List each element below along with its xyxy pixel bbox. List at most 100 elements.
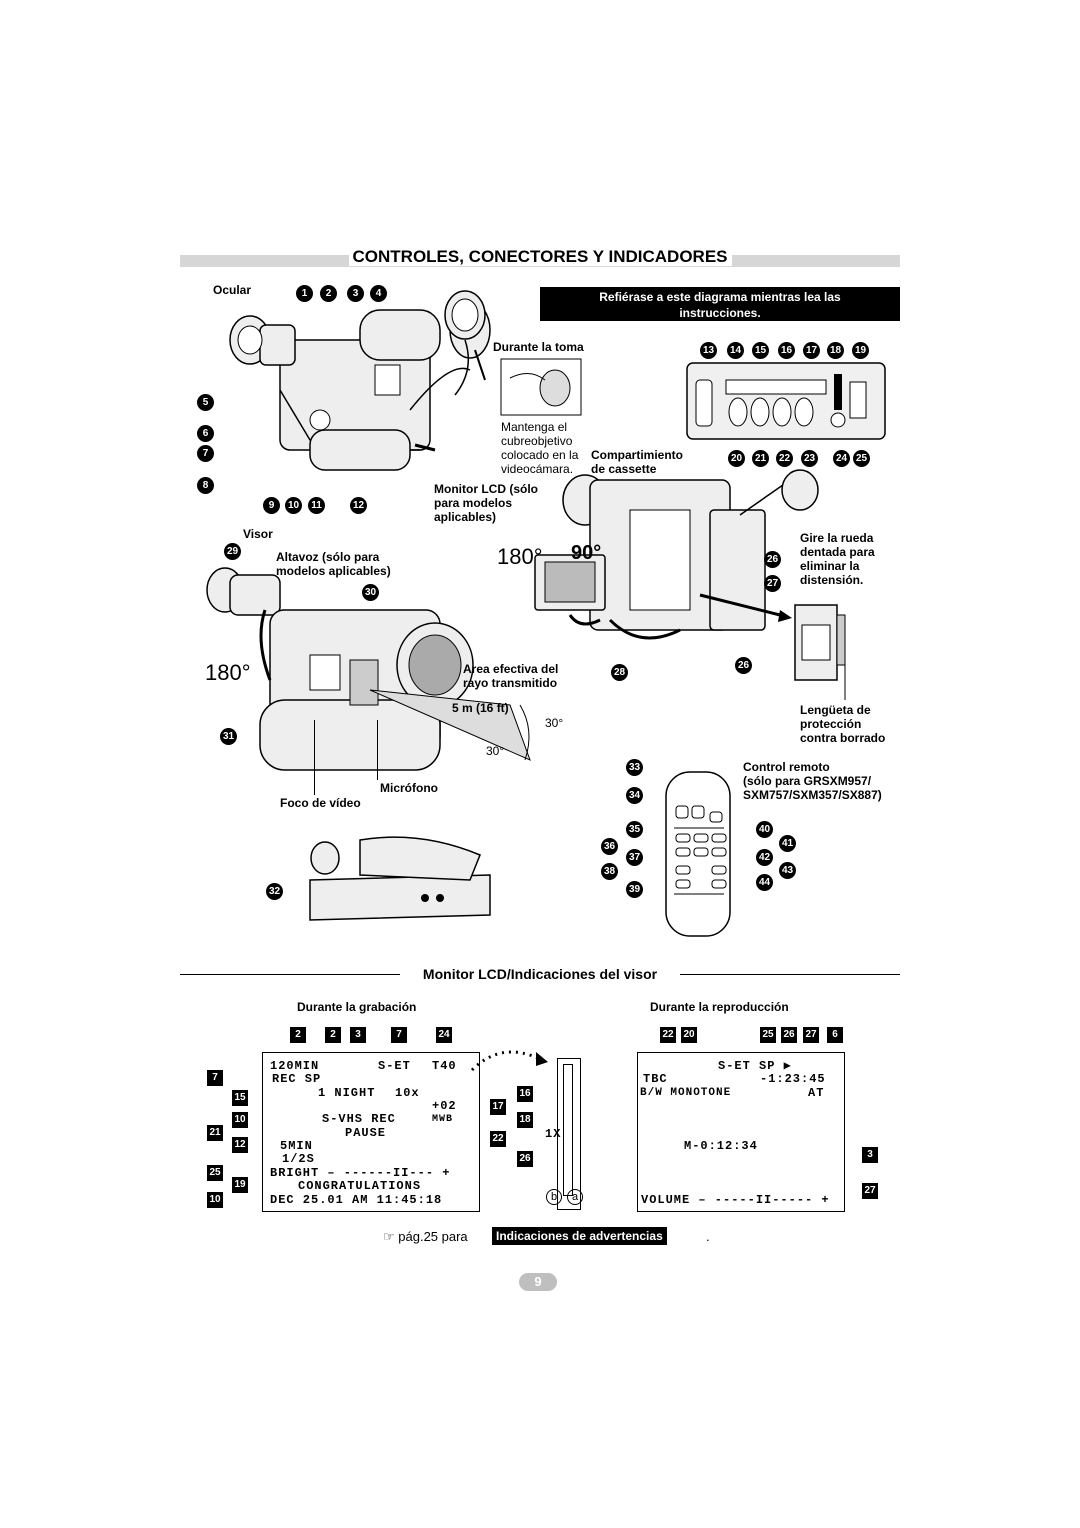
- play-tag-right-2: 27: [862, 1183, 878, 1199]
- num-4: 4: [370, 285, 387, 302]
- footer-warnings-box: Indicaciones de advertencias: [492, 1227, 667, 1245]
- label-lengueta-2: protección: [800, 717, 862, 731]
- num-8: 8: [197, 477, 214, 494]
- osd-date-time: DEC 25.01 AM 11:45:18: [270, 1193, 443, 1207]
- osd-at: AT: [808, 1086, 825, 1100]
- num-27: 27: [764, 575, 781, 592]
- play-tag-top-3: 25: [760, 1027, 776, 1043]
- label-area-1: Area efectiva del: [463, 662, 559, 676]
- play-tag-right-1: 3: [862, 1147, 878, 1163]
- label-monitor-3: aplicables): [434, 510, 497, 524]
- osd-bw-monotone: B/W MONOTONE: [640, 1087, 732, 1099]
- num-29: 29: [224, 543, 241, 560]
- zoom-dotted-arc: [470, 1050, 548, 1072]
- label-ocular: Ocular: [213, 283, 252, 297]
- label-mantenga-1: Mantenga el: [501, 420, 568, 434]
- footer-reference: ☞ pág.25 para: [383, 1229, 468, 1244]
- rec-tag-right-2: 17: [490, 1099, 506, 1115]
- label-monitor-1: Monitor LCD (sólo: [434, 482, 538, 496]
- label-visor: Visor: [243, 527, 273, 541]
- osd-rec-sp: REC SP: [272, 1072, 322, 1086]
- label-altavoz-1: Altavoz (sólo para: [276, 550, 380, 564]
- rec-screen: [262, 1052, 480, 1212]
- zoom-label-a: a: [567, 1189, 583, 1205]
- osd-play-set-sp: S-ET SP ▶: [718, 1059, 792, 1073]
- rec-tag-right-1: 16: [517, 1086, 533, 1102]
- rec-heading: Durante la grabación: [297, 1000, 417, 1014]
- play-tag-top-1: 22: [660, 1027, 676, 1043]
- lens-cap-drawing: [444, 290, 486, 396]
- rec-tag-right-5: 26: [517, 1151, 533, 1167]
- play-tag-top-4: 26: [781, 1027, 797, 1043]
- play-tag-top-5: 27: [803, 1027, 819, 1043]
- label-distance: 5 m (16 ft): [452, 701, 509, 715]
- label-control-3: SXM757/SXM357/SX887): [743, 788, 882, 802]
- num-26: 26: [764, 551, 781, 568]
- rec-tag-left-4: 21: [207, 1125, 223, 1141]
- rec-tag-left-5: 12: [232, 1137, 248, 1153]
- osd-zoom-10x: 10x: [395, 1086, 420, 1100]
- num-35: 35: [626, 821, 643, 838]
- num-6: 6: [197, 425, 214, 442]
- osd-mwb: MWB: [432, 1114, 454, 1125]
- rec-tag-right-4: 22: [490, 1131, 506, 1147]
- cassette-illustration: [794, 604, 846, 700]
- footer-dot: .: [706, 1229, 710, 1244]
- label-compartimiento-1: Compartimiento: [591, 448, 684, 462]
- notice-box: Refiérase a este diagrama mientras lea l…: [540, 287, 900, 321]
- osd-zoom-1x: 1X: [545, 1127, 562, 1141]
- label-mantenga-3: colocado en la: [501, 448, 579, 462]
- label-area-2: rayo transmitido: [463, 676, 558, 690]
- label-foco: Foco de vídeo: [280, 796, 361, 810]
- osd-night: 1 NIGHT: [318, 1086, 376, 1100]
- osd-5min: 5MIN: [280, 1139, 313, 1153]
- osd-shutter: 1/2S: [282, 1152, 315, 1166]
- section-heading: Monitor LCD/Indicaciones del visor: [422, 966, 658, 982]
- num-21: 21: [752, 450, 769, 467]
- num-15: 15: [752, 342, 769, 359]
- osd-t40: T40: [432, 1059, 457, 1073]
- osd-pause: PAUSE: [345, 1126, 387, 1140]
- osd-memory: M-0:12:34: [684, 1139, 758, 1153]
- rec-tag-top-4: 7: [391, 1027, 407, 1043]
- num-2: 2: [320, 285, 337, 302]
- label-mantenga-2: cubreobjetivo: [501, 434, 573, 448]
- num-24: 24: [833, 450, 850, 467]
- control-panel-illustration: [686, 362, 886, 440]
- num-14: 14: [727, 342, 744, 359]
- num-11: 11: [308, 497, 325, 514]
- num-18: 18: [827, 342, 844, 359]
- zoom-label-b: b: [546, 1189, 562, 1205]
- notice-line2: instrucciones.: [679, 306, 761, 320]
- rec-tag-left-8: 10: [207, 1192, 223, 1208]
- num-9: 9: [263, 497, 280, 514]
- label-lengueta-1: Lengüeta de: [800, 703, 871, 717]
- label-mantenga-4: videocámara.: [501, 462, 574, 476]
- zoom-bar-frame: [557, 1058, 581, 1210]
- num-40: 40: [756, 821, 773, 838]
- osd-bright: BRIGHT – ------II--- +: [270, 1166, 451, 1180]
- num-33: 33: [626, 759, 643, 776]
- num-1: 1: [296, 285, 313, 302]
- osd-svhs-rec: S-VHS REC: [322, 1112, 396, 1126]
- num-17: 17: [803, 342, 820, 359]
- num-16: 16: [778, 342, 795, 359]
- play-screen: [637, 1052, 845, 1212]
- num-5: 5: [197, 394, 214, 411]
- num-22: 22: [776, 450, 793, 467]
- camcorder-illustration-3: [206, 567, 474, 771]
- label-gire-3: eliminar la: [800, 559, 860, 573]
- num-10: 10: [285, 497, 302, 514]
- leader-microfono: [377, 720, 378, 780]
- num-19: 19: [852, 342, 869, 359]
- camcorder-illustration-1: [229, 301, 491, 471]
- num-13: 13: [700, 342, 717, 359]
- osd-congratulations: CONGRATULATIONS: [298, 1179, 422, 1193]
- osd-volume: VOLUME – -----II----- +: [641, 1193, 830, 1207]
- num-31: 31: [220, 728, 237, 745]
- rec-tag-left-3: 10: [232, 1112, 248, 1128]
- label-gire-1: Gire la rueda: [800, 531, 874, 545]
- rec-tag-left-1: 7: [207, 1070, 223, 1086]
- section-rule-right: [680, 974, 900, 975]
- num-44: 44: [756, 874, 773, 891]
